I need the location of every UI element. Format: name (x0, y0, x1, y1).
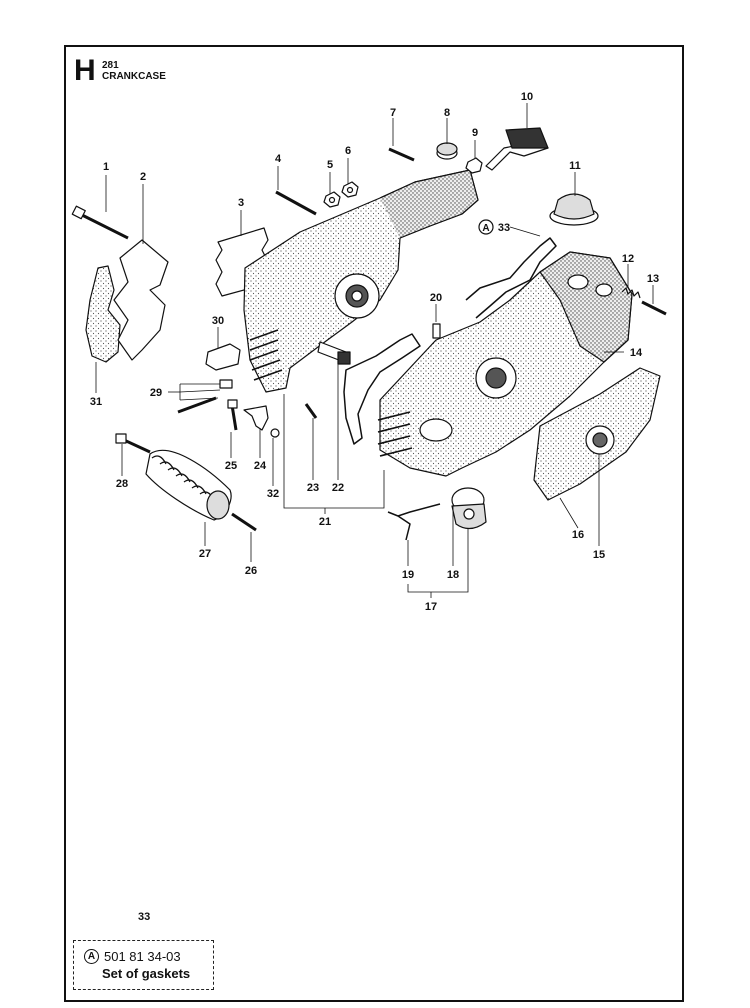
callout-numbers: 1 2 3 4 5 6 7 8 9 10 11 12 13 14 15 16 1… (90, 91, 659, 613)
callout-6: 6 (345, 145, 351, 157)
callout-21: 21 (319, 516, 331, 528)
part-8-grommet (436, 142, 458, 160)
part-12-spring (621, 287, 641, 299)
part-5-nut (323, 191, 341, 208)
callout-5: 5 (327, 159, 333, 171)
kit-part-number: 501 81 34-03 (104, 948, 181, 964)
callout-29: 29 (150, 387, 162, 399)
part-7-screw (388, 147, 415, 162)
callout-23: 23 (307, 482, 319, 494)
part-13-screw (641, 300, 667, 316)
part-25-screw (227, 399, 238, 431)
kit-marker-a: A (478, 219, 494, 235)
kit-marker-icon: A (84, 949, 99, 964)
callout-32: 32 (267, 488, 279, 500)
part-26-screw (231, 512, 257, 532)
part-31-plate (85, 265, 121, 363)
callout-9: 9 (472, 127, 478, 139)
callout-26: 26 (245, 565, 257, 577)
part-19-wire (387, 503, 441, 541)
callout-15: 15 (593, 549, 605, 561)
callout-11: 11 (569, 160, 581, 172)
part-20-dowel (432, 323, 441, 339)
part-32-washer (270, 428, 280, 438)
part-29-rubber (219, 379, 233, 389)
part-11-cup (549, 193, 599, 226)
callout-13: 13 (647, 273, 659, 285)
callout-7: 7 (390, 107, 396, 119)
callout-19: 19 (402, 569, 414, 581)
callout-18: 18 (447, 569, 459, 581)
part-1-screw (71, 205, 129, 240)
callout-14: 14 (630, 347, 643, 359)
callout-16: 16 (572, 529, 584, 541)
svg-text:A: A (482, 223, 489, 234)
left-gasket (343, 333, 421, 445)
callout-20: 20 (430, 292, 442, 304)
part-18-cap (451, 487, 487, 530)
callout-3: 3 (238, 197, 244, 209)
callout-4: 4 (275, 153, 282, 165)
callout-24: 24 (254, 460, 267, 472)
callout-8: 8 (444, 107, 450, 119)
callout-33: 33 (498, 222, 510, 234)
part-9-nut (465, 157, 483, 174)
callout-27: 27 (199, 548, 211, 560)
part-10-handle (485, 127, 549, 171)
page-title: CRANKCASE (102, 71, 166, 82)
callout-10: 10 (521, 91, 533, 103)
page-frame (64, 45, 684, 1002)
part-28-screw (115, 433, 151, 454)
part-33-gasket (465, 237, 557, 319)
callout-22: 22 (332, 482, 344, 494)
kit-part-row: A 501 81 34-03 (84, 949, 181, 964)
callout-2: 2 (140, 171, 146, 183)
callout-17: 17 (425, 601, 437, 613)
part-6-nut (341, 181, 359, 198)
part-27-spring (145, 449, 232, 521)
model-number: 281 (102, 60, 119, 71)
part-23-pin (304, 403, 318, 419)
part-30-rubber-block (205, 343, 241, 371)
callout-12: 12 (622, 253, 634, 265)
section-letter: H (74, 54, 96, 87)
kit-legend-box: A 501 81 34-03 Set of gaskets (73, 940, 214, 990)
kit-description: Set of gaskets (102, 966, 191, 981)
leader-lines (95, 103, 654, 598)
callout-25: 25 (225, 460, 237, 472)
callout-30: 30 (212, 315, 224, 327)
callout-31: 31 (90, 396, 102, 408)
part-22-bumper (317, 341, 351, 365)
part-4-screw (275, 190, 317, 216)
part-2-plate (113, 239, 169, 361)
kit-reference-number: 33 (138, 911, 151, 923)
part-24-bracket (243, 405, 269, 431)
callout-28: 28 (116, 478, 128, 490)
callout-1: 1 (103, 161, 109, 173)
